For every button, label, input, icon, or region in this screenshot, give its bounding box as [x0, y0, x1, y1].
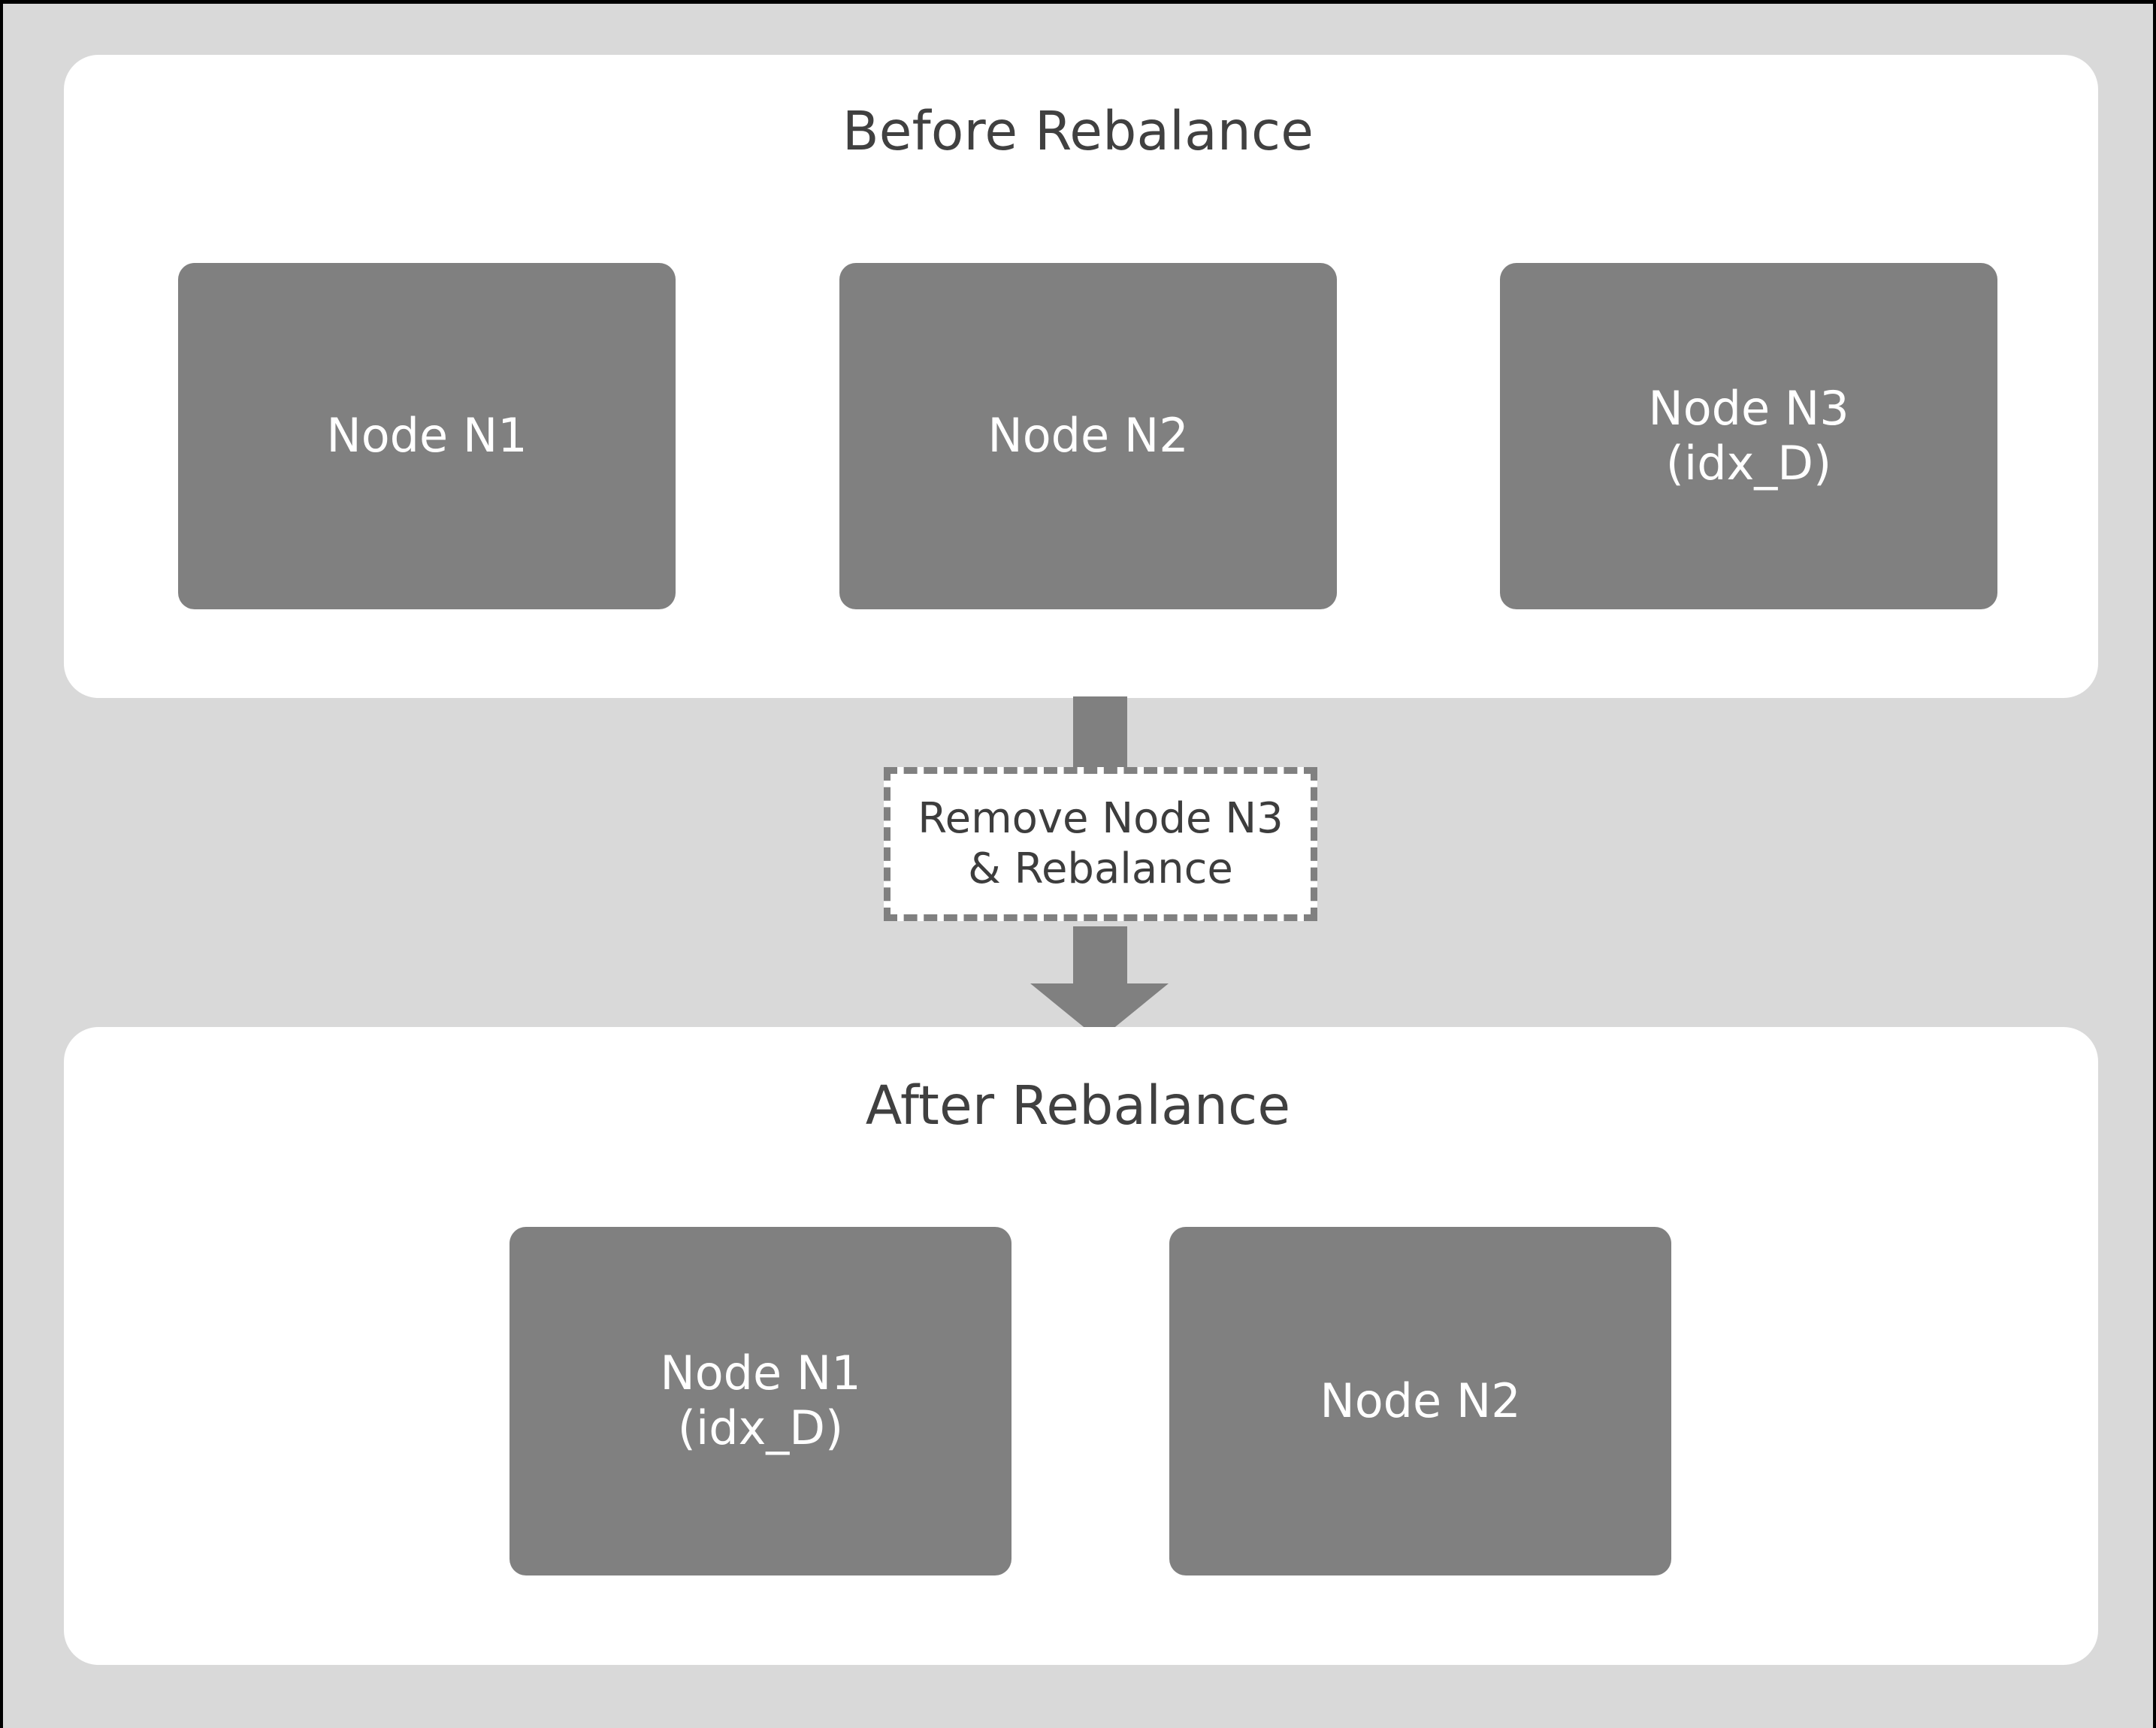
node-label: Node N2	[1320, 1373, 1521, 1428]
node-label: Node N3	[1648, 380, 1849, 436]
node-n1-before: Node N1	[178, 263, 676, 609]
node-n3-before: Node N3 (idx_D)	[1500, 263, 1997, 609]
remove-node-rebalance-label: Remove Node N3 & Rebalance	[884, 767, 1317, 921]
node-n2-after: Node N2	[1169, 1227, 1671, 1575]
label-line-1: Remove Node N3	[918, 794, 1284, 844]
node-label: Node N2	[987, 408, 1189, 464]
node-n2-before: Node N2	[839, 263, 1337, 609]
down-arrow-icon-shaft-bottom	[1073, 926, 1127, 988]
label-line-2: & Rebalance	[968, 844, 1233, 893]
node-label: Node N1	[660, 1346, 861, 1401]
node-label: Node N1	[326, 408, 528, 464]
node-detail: (idx_D)	[677, 1400, 844, 1455]
node-detail: (idx_D)	[1665, 435, 1832, 491]
node-n1-after: Node N1 (idx_D)	[510, 1227, 1011, 1575]
before-rebalance-title: Before Rebalance	[842, 100, 1314, 162]
after-rebalance-title: After Rebalance	[865, 1074, 1291, 1137]
after-rebalance-panel	[64, 1027, 2098, 1665]
